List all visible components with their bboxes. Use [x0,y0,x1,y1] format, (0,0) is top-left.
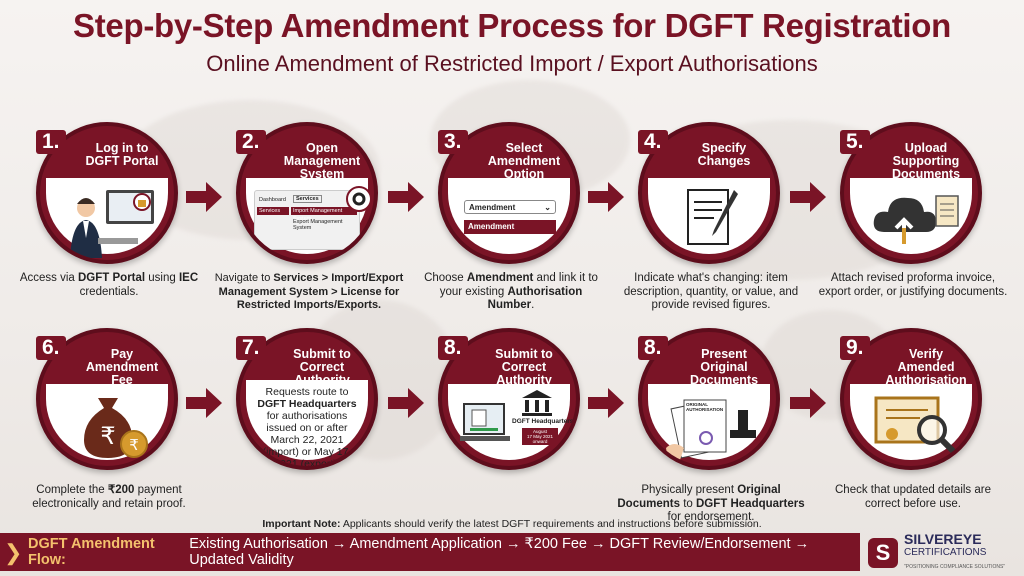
page-subtitle: Online Amendment of Restricted Import / … [206,51,818,76]
stamp-icon [666,399,756,460]
step-description: Check that updated details are correct b… [835,484,991,510]
cloud-upload-icon [873,195,959,244]
step-title: Open Management System [283,141,361,181]
page-title: Step-by-Step Amendment Process for DGFT … [73,7,951,44]
arrow-right-icon [790,182,826,212]
amendment-select[interactable]: Amendment⌄ [464,200,556,214]
gear-icon [346,186,372,212]
laptop-icon [460,403,510,441]
important-note: Important Note: Applicants should verify… [262,518,762,530]
step-circle: Log in to DGFT Portal [36,122,178,264]
footer-label: DGFT Amendment Flow: [28,536,155,568]
amendment-option[interactable]: Amendment [464,220,556,234]
arrow-right-icon [790,388,826,418]
chevron-right-icon: ❯ [4,540,23,565]
footer-flow: Existing Authorisation → Amendment Appli… [189,536,810,568]
money-bag-icon: ₹ ₹ [84,398,148,458]
rupee-coin-icon [120,430,148,458]
arrow-right-icon [588,182,624,212]
step-description: Indicate what's changing: item descripti… [623,272,799,311]
chevron-down-icon: ⌄ [544,203,551,212]
menu-screenshot: Dashboard Services Services Import Manag… [254,190,360,250]
arrow-right-icon [186,182,222,212]
header: Step-by-Step Amendment Process for DGFT … [0,4,1024,78]
arrow-right-icon [588,388,624,418]
footer-flow-bar: DGFT Amendment Flow: Existing Authorisat… [0,533,860,571]
step-description: Physically present Original Documents to… [617,484,805,523]
bank-icon [522,390,552,416]
user-at-computer-icon [70,190,154,258]
svg-text:₹: ₹ [100,422,115,450]
step-description: Access via DGFT Portal using IEC credent… [19,272,199,298]
step-number: 1. [42,130,60,153]
step-inner-text: Requests route to DGFT Headquarters for … [257,386,357,470]
step-description: Complete the ₹200 payment electronically… [32,484,186,510]
svg-text:₹: ₹ [129,436,139,454]
arrow-right-icon [388,182,424,212]
arrow-right-icon [186,388,222,418]
step-description: Attach revised proforma invoice, export … [818,272,1008,298]
arrow-right-icon [388,388,424,418]
certificate-magnifier-icon [874,396,959,457]
silvereye-logo: S SILVEREYE CERTIFICATIONS "POSITIONING … [868,532,1018,571]
step-title: Log in to DGFT Portal [85,141,159,168]
step-description: Choose Amendment and link it to your exi… [424,272,598,311]
step-description: Navigate to Services > Import/Export Man… [214,272,404,311]
document-pen-icon [687,189,738,245]
